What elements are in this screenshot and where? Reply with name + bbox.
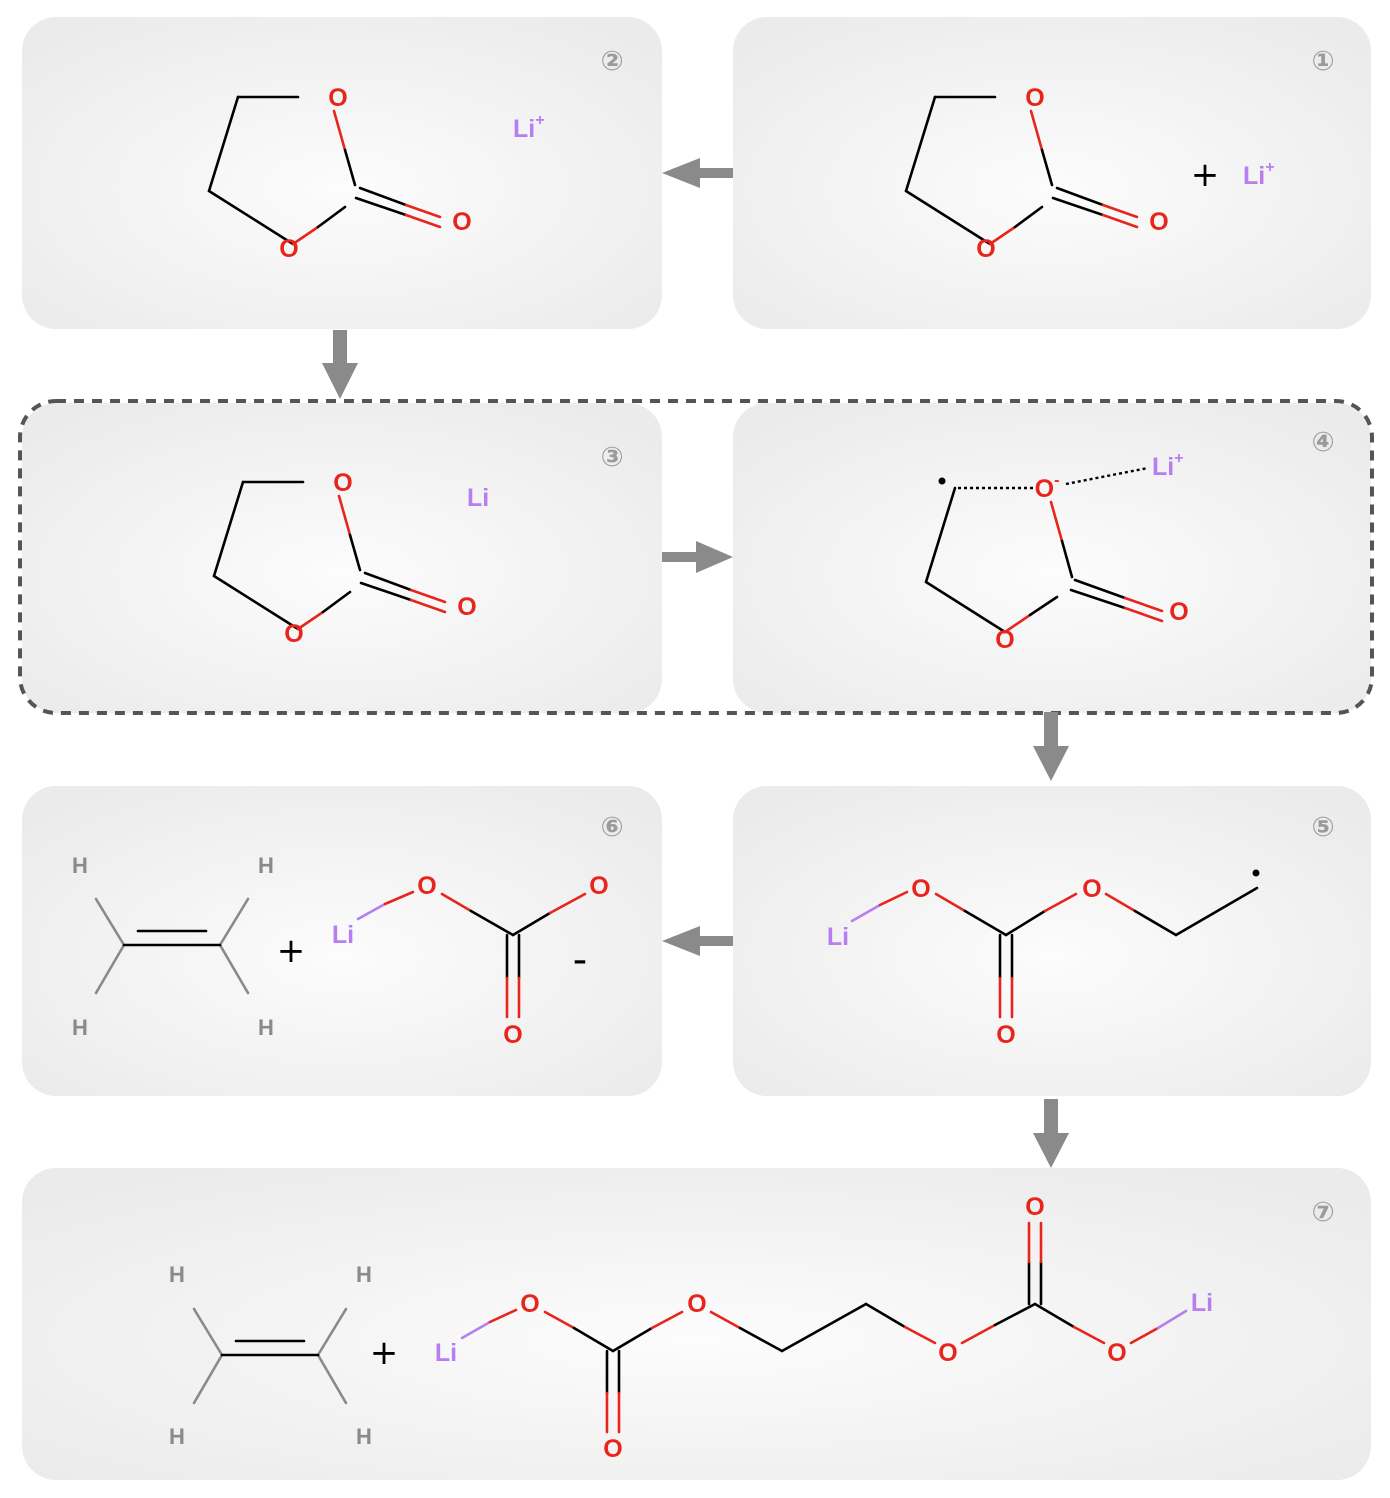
svg-text:O: O bbox=[503, 1021, 522, 1049]
molecule-lithium-carbonate-radical: Li O O O bbox=[827, 869, 1260, 1049]
radical-dot-icon bbox=[938, 477, 946, 485]
svg-text:O-: O- bbox=[1035, 472, 1060, 503]
svg-text:O: O bbox=[976, 235, 995, 263]
svg-text:Li: Li bbox=[435, 1339, 457, 1367]
svg-text:H: H bbox=[72, 853, 88, 878]
svg-text:Li: Li bbox=[1191, 1289, 1213, 1317]
lithium-ion: Li+ bbox=[513, 112, 545, 143]
svg-text:O: O bbox=[417, 872, 436, 900]
svg-text:O: O bbox=[457, 593, 476, 621]
plus-sign: + bbox=[370, 1333, 399, 1373]
molecule-ethylene-carbonate-2: O O O bbox=[207, 84, 472, 263]
svg-text:O: O bbox=[995, 626, 1014, 654]
panel-4 bbox=[733, 403, 1371, 713]
svg-text:O: O bbox=[452, 208, 471, 236]
lithium-atom: Li bbox=[467, 484, 489, 512]
svg-text:O: O bbox=[1025, 1193, 1044, 1221]
svg-text:O: O bbox=[1149, 208, 1168, 236]
panel-2 bbox=[22, 17, 662, 329]
svg-text:O: O bbox=[603, 1435, 622, 1463]
plus-sign: + bbox=[1191, 155, 1220, 195]
panel-number-7: ⑦ bbox=[1312, 1197, 1335, 1228]
plus-sign: + bbox=[277, 931, 306, 971]
panel-1 bbox=[733, 17, 1371, 329]
svg-text:H: H bbox=[72, 1015, 88, 1040]
svg-text:H: H bbox=[356, 1262, 372, 1287]
svg-text:O: O bbox=[938, 1339, 957, 1367]
arrow-icon bbox=[322, 158, 1069, 1168]
molecule-ethylene-7: H H H H bbox=[169, 1262, 372, 1449]
lithium-ion: Li+ bbox=[1243, 159, 1275, 190]
panel-number-3: ③ bbox=[601, 442, 624, 473]
svg-text:O: O bbox=[279, 235, 298, 263]
panel-number-2: ② bbox=[601, 46, 624, 77]
panel-number-4: ④ bbox=[1312, 427, 1335, 458]
svg-text:H: H bbox=[258, 1015, 274, 1040]
dashed-group-border bbox=[18, 399, 1374, 715]
svg-text:H: H bbox=[356, 1424, 372, 1449]
svg-text:O: O bbox=[1107, 1339, 1126, 1367]
svg-text:O: O bbox=[589, 872, 608, 900]
svg-text:O: O bbox=[520, 1290, 539, 1318]
molecule-lithium-ethylene-dicarbonate: Li O O O O O O Li bbox=[435, 1193, 1213, 1463]
radical-dot-icon bbox=[1252, 869, 1260, 877]
molecule-lithium-carbonate-anion: Li O O O bbox=[332, 872, 609, 1049]
panel-5 bbox=[733, 786, 1371, 1096]
svg-text:H: H bbox=[258, 853, 274, 878]
lithium-ion: Li+ bbox=[1152, 450, 1184, 481]
svg-text:O: O bbox=[1025, 84, 1044, 112]
minus-charge: - bbox=[573, 937, 587, 983]
svg-text:O: O bbox=[333, 469, 352, 497]
svg-text:Li: Li bbox=[332, 921, 354, 949]
panel-6 bbox=[22, 786, 662, 1096]
svg-text:O: O bbox=[996, 1021, 1015, 1049]
svg-text:H: H bbox=[169, 1424, 185, 1449]
molecule-ethylene-carbonate-3: O O O bbox=[212, 469, 477, 648]
svg-text:H: H bbox=[169, 1262, 185, 1287]
panel-3 bbox=[22, 403, 662, 713]
svg-text:O: O bbox=[328, 84, 347, 112]
svg-text:O: O bbox=[1082, 875, 1101, 903]
molecule-ethylene-6: H H H H bbox=[72, 853, 274, 1040]
panel-number-5: ⑤ bbox=[1312, 812, 1335, 843]
panel-7 bbox=[22, 1168, 1371, 1480]
molecule-ethylene-carbonate-1: O O O bbox=[904, 84, 1169, 263]
molecule-ring-opened-radical: O- O O bbox=[924, 466, 1189, 654]
svg-text:O: O bbox=[687, 1290, 706, 1318]
svg-text:Li: Li bbox=[827, 923, 849, 951]
panel-number-6: ⑥ bbox=[601, 812, 624, 843]
svg-text:O: O bbox=[284, 620, 303, 648]
panel-number-1: ① bbox=[1312, 46, 1335, 77]
svg-text:O: O bbox=[911, 875, 930, 903]
svg-text:O: O bbox=[1169, 598, 1188, 626]
